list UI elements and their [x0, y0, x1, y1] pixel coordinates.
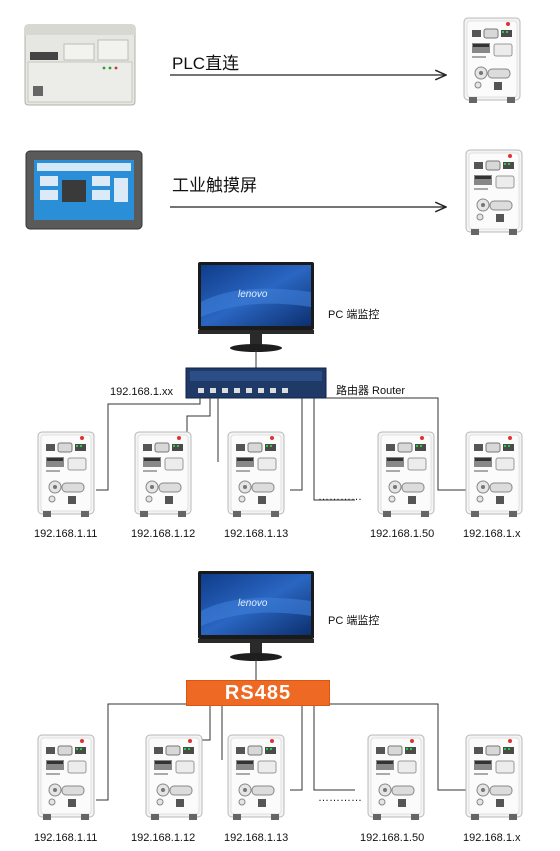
- ip-label: 192.168.1.12: [131, 528, 196, 540]
- device-n2-2: [145, 734, 203, 821]
- ip-label: 192.168.1.11: [34, 528, 98, 540]
- ip-label: 192.168.1.50: [360, 832, 425, 844]
- ip-label: 192.168.1.11: [34, 832, 98, 844]
- device-n1-1: [37, 431, 95, 518]
- router-cables: [96, 397, 466, 501]
- device-n1-5: [465, 431, 523, 518]
- device-n2-4: [367, 734, 425, 821]
- ellipsis-n1: …………: [318, 491, 362, 503]
- hmi-link-label: 工业触摸屏: [172, 176, 257, 195]
- ip-label: 192.168.1.12: [131, 832, 196, 844]
- monitor-1-brand: lenovo: [238, 289, 268, 300]
- plc-device: [24, 24, 136, 106]
- router-device: [185, 367, 327, 399]
- device-n1-2: [134, 431, 192, 518]
- router-label: 路由器 Router: [336, 385, 406, 397]
- router-ip-label: 192.168.1.xx: [110, 386, 173, 398]
- ip-label: 192.168.1.13: [224, 832, 289, 844]
- pc-monitor-label-2: PC 端监控: [328, 615, 380, 627]
- device-n2-5: [465, 734, 523, 821]
- pc-monitor-label-1: PC 端监控: [328, 309, 380, 321]
- rs485-bus-label: RS485: [186, 680, 330, 706]
- ip-label: 192.168.1.x: [463, 832, 521, 844]
- hmi-device: [25, 150, 143, 230]
- ip-label: 192.168.1.13: [224, 528, 289, 540]
- monitor-2: [198, 571, 314, 661]
- device-n2-3: [227, 734, 285, 821]
- device-plc: [463, 17, 521, 104]
- ip-label: 192.168.1.50: [370, 528, 435, 540]
- ellipsis-n2: …………: [318, 792, 362, 804]
- device-n1-4: [377, 431, 435, 518]
- device-hmi: [465, 149, 523, 236]
- device-n2-1: [37, 734, 95, 821]
- monitor-2-brand: lenovo: [238, 598, 268, 609]
- monitor-1: [198, 262, 314, 352]
- ip-label: 192.168.1.x: [463, 528, 521, 540]
- plc-link-label: PLC直连: [172, 54, 240, 73]
- device-n1-3: [227, 431, 285, 518]
